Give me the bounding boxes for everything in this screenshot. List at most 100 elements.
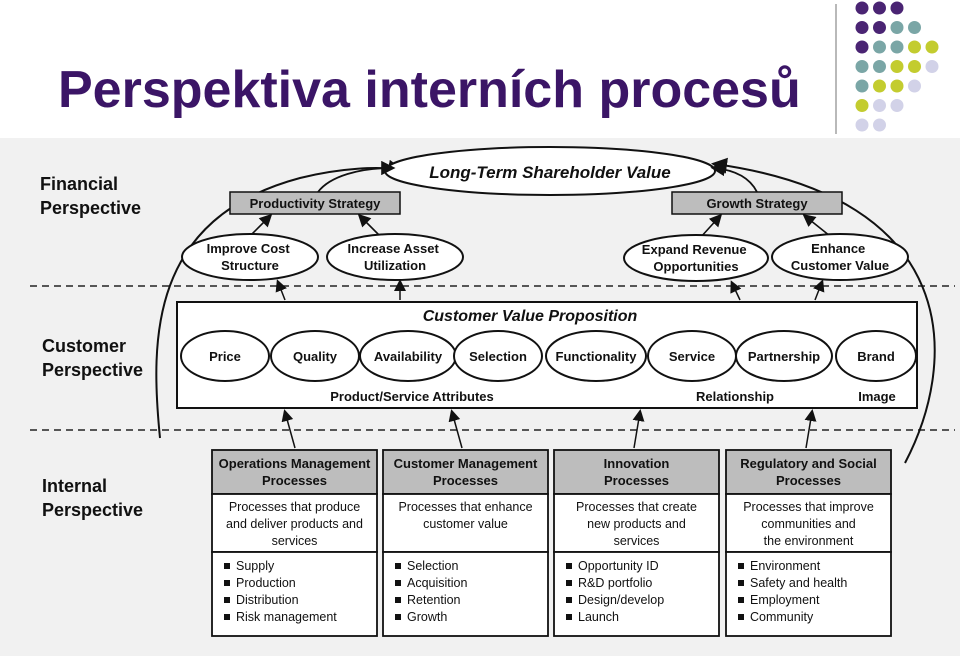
process-item: Launch bbox=[578, 610, 619, 624]
attribute-brand: Brand bbox=[835, 330, 917, 382]
attribute-service: Service bbox=[647, 330, 737, 382]
process-item: Acquisition bbox=[407, 576, 467, 590]
bullet-icon bbox=[395, 597, 401, 603]
process-item: Employment bbox=[750, 593, 820, 607]
decorative-dot bbox=[908, 79, 921, 93]
decorative-dot bbox=[890, 60, 904, 73]
decorative-dot bbox=[890, 99, 904, 112]
bullet-icon bbox=[566, 597, 572, 603]
bullet-icon bbox=[566, 614, 572, 620]
increase-asset-label: Increase Asset Utilization bbox=[348, 241, 443, 273]
enhance-customer-value-oval bbox=[771, 233, 909, 281]
decorative-dot bbox=[908, 21, 921, 34]
decorative-dot bbox=[873, 40, 886, 54]
attribute-label: Price bbox=[209, 349, 241, 364]
financial-perspective-label: Financial Perspective bbox=[40, 174, 141, 218]
bullet-icon bbox=[738, 614, 744, 620]
decorative-dot bbox=[873, 118, 886, 132]
cust-to-revenue-arrow bbox=[730, 280, 742, 301]
process-items-box bbox=[382, 551, 549, 637]
custmgmt-to-customer-arrow bbox=[448, 409, 463, 449]
expand-revenue-label: Expand Revenue Opportunities bbox=[642, 242, 750, 274]
process-description-box bbox=[725, 493, 892, 553]
attribute-label: Partnership bbox=[748, 349, 820, 364]
bullet-icon bbox=[224, 580, 230, 586]
bullet-icon bbox=[224, 563, 230, 569]
bullet-icon bbox=[224, 597, 230, 603]
decorative-dot bbox=[925, 60, 939, 73]
process-items-box bbox=[553, 551, 720, 637]
attribute-oval bbox=[735, 330, 833, 382]
cust-to-enhance-arrow bbox=[813, 279, 825, 301]
bullet-icon bbox=[738, 580, 744, 586]
expand-revenue-oval bbox=[623, 234, 769, 282]
productivity-strategy-label: Productivity Strategy bbox=[250, 196, 382, 211]
bullet-icon bbox=[395, 563, 401, 569]
relationship-label: Relationship bbox=[696, 389, 774, 404]
process-item: Distribution bbox=[236, 593, 299, 607]
decorative-dot bbox=[873, 99, 886, 112]
decorative-dot bbox=[873, 60, 886, 73]
process-description-box bbox=[382, 493, 549, 553]
bullet-icon bbox=[395, 580, 401, 586]
decorative-dot bbox=[890, 1, 904, 15]
productivity-strategy-box bbox=[229, 191, 401, 215]
slide-title: Perspektiva interních procesů bbox=[58, 61, 801, 119]
decorative-dot bbox=[890, 40, 904, 54]
decorative-dot bbox=[855, 99, 869, 112]
attribute-oval bbox=[180, 330, 270, 382]
balanced-scorecard-diagram: Financial Perspective Customer Perspecti… bbox=[30, 146, 955, 637]
image-label: Image bbox=[858, 389, 896, 404]
bullet-icon bbox=[395, 614, 401, 620]
process-items-box bbox=[211, 551, 378, 637]
bullet-icon bbox=[566, 580, 572, 586]
attribute-price: Price bbox=[180, 330, 270, 382]
ops-to-customer-arrow bbox=[281, 409, 296, 449]
innovation-to-customer-arrow bbox=[632, 409, 645, 449]
attribute-oval bbox=[453, 330, 543, 382]
increase-asset-arrow bbox=[357, 213, 381, 237]
attribute-functionality: Functionality bbox=[545, 330, 647, 382]
productivity-to-value-arrow bbox=[317, 160, 396, 193]
process-item: Production bbox=[236, 576, 296, 590]
process-description-box bbox=[211, 493, 378, 553]
attribute-availability: Availability bbox=[359, 330, 457, 382]
attribute-label: Brand bbox=[857, 349, 895, 364]
customer-perspective-label: Customer Perspective bbox=[42, 336, 143, 380]
shareholder-value-label: Long-Term Shareholder Value bbox=[429, 163, 671, 182]
decorative-dot bbox=[855, 21, 869, 34]
bullet-icon bbox=[738, 563, 744, 569]
right-outer-arrow bbox=[711, 157, 936, 464]
decorative-dot bbox=[855, 118, 869, 132]
attribute-oval bbox=[835, 330, 917, 382]
process-item: Environment bbox=[750, 559, 821, 573]
growth-strategy-label: Growth Strategy bbox=[706, 196, 808, 211]
growth-to-value-arrow bbox=[710, 161, 758, 193]
process-item: Safety and health bbox=[750, 576, 847, 590]
process-item: Opportunity ID bbox=[578, 559, 659, 573]
internal-perspective-label: Internal Perspective bbox=[42, 476, 143, 520]
process-item: Growth bbox=[407, 610, 447, 624]
attribute-label: Service bbox=[669, 349, 715, 364]
title-divider-line bbox=[835, 4, 837, 134]
customer-value-proposition-title: Customer Value Proposition bbox=[423, 308, 638, 325]
bullet-icon bbox=[566, 563, 572, 569]
cust-to-cost-arrow bbox=[275, 279, 287, 301]
process-item: Design/develop bbox=[578, 593, 664, 607]
process-header-box bbox=[725, 449, 892, 495]
process-item: Community bbox=[750, 610, 814, 624]
decorative-dot bbox=[873, 21, 886, 34]
decorative-dot bbox=[855, 60, 869, 73]
decorative-dot bbox=[873, 1, 886, 15]
